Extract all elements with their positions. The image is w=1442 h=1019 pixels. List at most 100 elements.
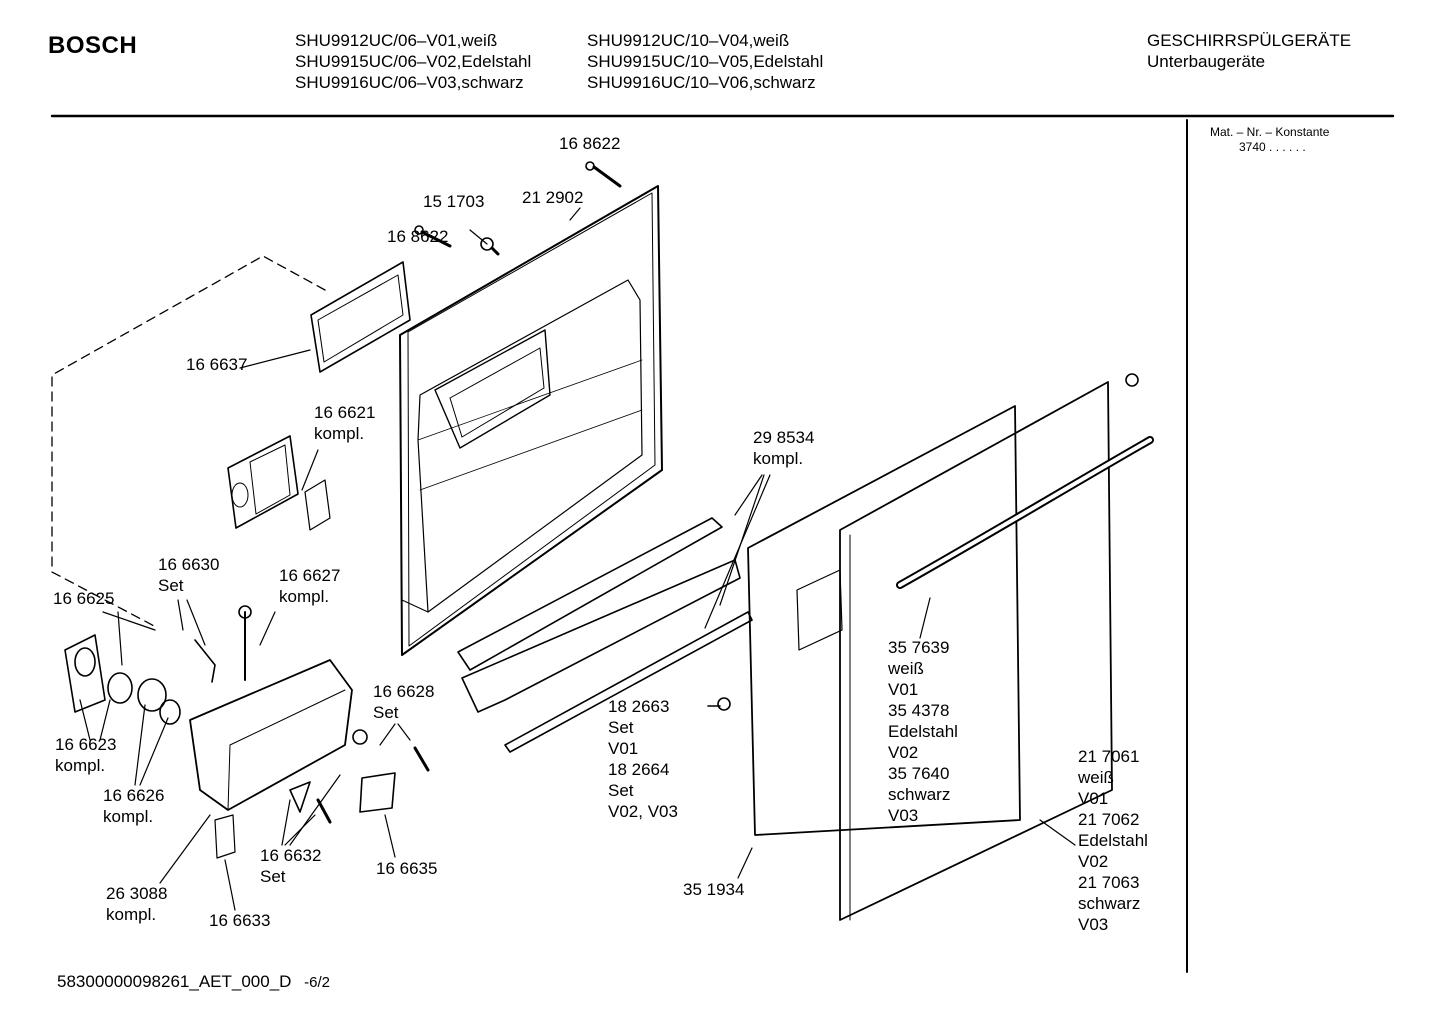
inner-door-panel [399, 185, 663, 656]
part-number: 15 1703 [423, 192, 485, 211]
hinge-cap-166625 [64, 634, 106, 713]
part-note: Set [373, 703, 399, 722]
part-number: 21 2902 [522, 188, 584, 207]
cap-182663 [707, 697, 731, 711]
screw-top [585, 161, 622, 188]
part-label-168622-top: 16 8622 [559, 133, 620, 154]
lower-trim-bar [457, 517, 753, 753]
model-list-col1: SHU9912UC/06–V01,weiß SHU9915UC/06–V02,E… [295, 30, 531, 93]
category-block: GESCHIRRSPÜLGERÄTE Unterbaugeräte [1147, 30, 1351, 72]
part-label-166632: 16 6632 Set [260, 845, 321, 887]
part-note: kompl. [106, 905, 157, 924]
part-variant: V01 [888, 680, 919, 699]
part-number: 35 1934 [683, 880, 745, 899]
part-number: 16 6625 [53, 589, 115, 608]
part-label-151703: 15 1703 [423, 191, 484, 212]
part-number: 16 6621 [314, 403, 376, 422]
part-note: kompl. [314, 424, 365, 443]
part-label-212902: 21 2902 [522, 187, 583, 208]
part-label-166625: 16 6625 [53, 588, 114, 609]
document-id: 58300000098261_AET_000_D [57, 972, 292, 991]
part-number: 16 8622 [387, 227, 449, 246]
part-number: 26 3088 [106, 884, 168, 903]
part-number: 16 6635 [376, 859, 438, 878]
door-front-panel-351934 [747, 405, 1021, 836]
part-label-166633: 16 6633 [209, 910, 270, 931]
part-label-357639: 35 7639 weiß V01 35 4378 Edelstahl V02 3… [888, 637, 958, 826]
part-number: 35 4378 [888, 701, 950, 720]
part-label-182663: 18 2663 Set V01 18 2664 Set V02, V03 [608, 696, 678, 822]
part-variant: V01 [1078, 789, 1109, 808]
material-constant-title: Mat. – Nr. – Konstante [1210, 125, 1330, 139]
part-note: kompl. [279, 587, 330, 606]
part-number: 16 6626 [103, 786, 165, 805]
part-number: 21 7061 [1078, 747, 1140, 766]
part-note: kompl. [55, 756, 106, 775]
part-number: 18 2664 [608, 760, 670, 779]
part-variant: V03 [1078, 915, 1109, 934]
model-entry: SHU9915UC/10–V05,Edelstahl [587, 52, 824, 71]
part-label-166621: 16 6621 kompl. [314, 402, 375, 444]
model-list-col2: SHU9912UC/10–V04,weiß SHU9915UC/10–V05,E… [587, 30, 823, 93]
material-constant-value: 3740 . . . . . . [1239, 140, 1306, 154]
material-constant-block: Mat. – Nr. – Konstante 3740 . . . . . . [1210, 125, 1329, 155]
screw-left [414, 225, 452, 248]
spring-parts [194, 605, 430, 859]
part-label-166623: 16 6623 kompl. [55, 734, 116, 776]
part-label-166627: 16 6627 kompl. [279, 565, 340, 607]
model-entry: SHU9916UC/10–V06,schwarz [587, 73, 816, 92]
part-number: 16 6627 [279, 566, 341, 585]
part-label-166626: 16 6626 kompl. [103, 785, 164, 827]
part-color: weiß [1078, 768, 1114, 787]
part-label-166635: 16 6635 [376, 858, 437, 879]
part-variant: V02 [888, 743, 919, 762]
part-number: 16 6633 [209, 911, 271, 930]
leader-lines [79, 207, 1076, 911]
part-note: Set [608, 781, 634, 800]
page-indicator: -6/2 [304, 974, 331, 991]
part-number: 16 6630 [158, 555, 220, 574]
model-entry: SHU9912UC/06–V01,weiß [295, 31, 498, 50]
seal-ring-1 [107, 672, 133, 704]
part-number: 16 8622 [559, 134, 621, 153]
part-number: 21 7063 [1078, 873, 1140, 892]
part-label-263088: 26 3088 kompl. [106, 883, 167, 925]
part-color: schwarz [1078, 894, 1141, 913]
part-variant: V02 [1078, 852, 1109, 871]
part-number: 29 8534 [753, 428, 815, 447]
part-label-351934: 35 1934 [683, 879, 744, 900]
model-entry: SHU9916UC/06–V03,schwarz [295, 73, 524, 92]
part-label-217061: 21 7061 weiß V01 21 7062 Edelstahl V02 2… [1078, 746, 1148, 935]
part-label-166637: 16 6637 [186, 354, 247, 375]
part-number: 16 6628 [373, 682, 435, 701]
category-subtitle: Unterbaugeräte [1147, 52, 1266, 71]
clip-151703 [480, 237, 500, 256]
control-housing [189, 659, 353, 811]
part-number: 16 6632 [260, 846, 322, 865]
part-number: 16 6623 [55, 735, 117, 754]
part-note: Set [158, 576, 184, 595]
part-number: 35 7639 [888, 638, 950, 657]
part-number: 16 6637 [186, 355, 248, 374]
part-variant: V03 [888, 806, 919, 825]
dispenser-unit [227, 435, 331, 531]
brand-logo: BOSCH [48, 32, 138, 59]
part-color: Edelstahl [888, 722, 958, 741]
part-note: kompl. [753, 449, 804, 468]
door-handle [896, 373, 1154, 589]
part-number: 35 7640 [888, 764, 950, 783]
seal-ring-2 [137, 678, 167, 712]
model-entry: SHU9912UC/10–V04,weiß [587, 31, 790, 50]
part-color: schwarz [888, 785, 951, 804]
part-variant: V02, V03 [608, 802, 678, 821]
part-label-168622-left: 16 8622 [387, 226, 448, 247]
part-label-166628: 16 6628 Set [373, 681, 434, 723]
part-label-298534: 29 8534 kompl. [753, 427, 814, 469]
part-number: 21 7062 [1078, 810, 1140, 829]
seal-ring-3 [159, 699, 181, 725]
part-note: Set [260, 867, 286, 886]
part-variant: V01 [608, 739, 639, 758]
part-note: Set [608, 718, 634, 737]
document-footer: 58300000098261_AET_000_D -6/2 [57, 972, 330, 992]
